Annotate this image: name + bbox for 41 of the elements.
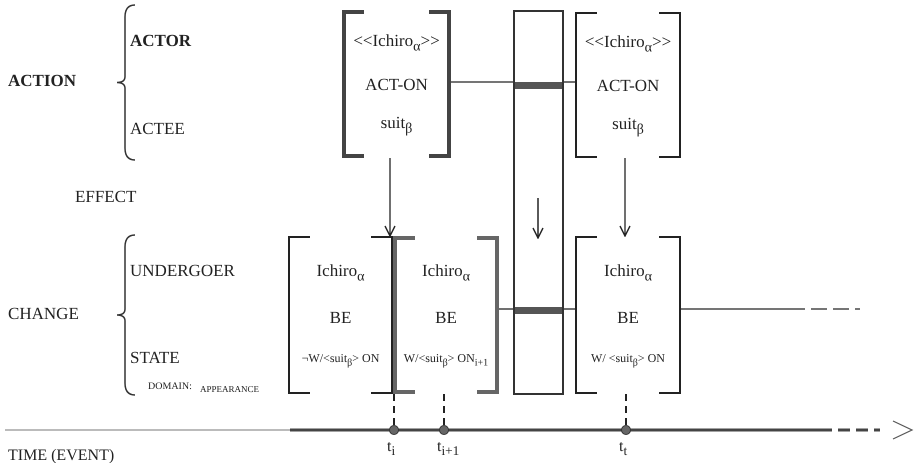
role-label: STATE [130, 349, 180, 366]
connector-line [625, 394, 627, 425]
arrow [619, 158, 631, 237]
feature-value: W/<suit$_{β}$> ON$_{i+1}$ [404, 352, 488, 368]
time-point-label: t$_{i}$ [387, 439, 396, 458]
connector-line [393, 394, 395, 425]
feature-value: W/ <suit$_{β}$> ON [591, 352, 665, 368]
feature-value: <<Ichiro$_{α}$>> [353, 32, 440, 54]
arrow [384, 158, 396, 237]
time-point-label: t$_{t}$ [619, 439, 628, 458]
feature-value: <<Ichiro$_{α}$>> [584, 33, 672, 56]
role-label: ACTEE [130, 120, 185, 137]
role-label: ACTION [8, 72, 76, 89]
feature-value: ¬W/<suit$_{β}$> ON [302, 352, 380, 368]
feature-value: BE [435, 309, 457, 326]
role-label: DOMAIN: [148, 382, 192, 392]
feature-value: Ichiro$_{α}$ [316, 262, 364, 284]
feature-value: BE [617, 309, 639, 326]
time-point-label: t$_{i+1}$ [437, 439, 460, 458]
role-label: UNDERGOER [130, 262, 235, 279]
connector-line [443, 394, 445, 425]
feature-value: suit$_{β}$ [612, 114, 644, 137]
role-label: ACTOR [130, 32, 192, 49]
feature-value: Ichiro$_{α}$ [422, 262, 470, 284]
feature-value: ACT-ON [596, 76, 660, 94]
time-point-dot [439, 425, 449, 435]
feature-value: BE [330, 309, 352, 326]
column-box [513, 10, 564, 395]
connector-line [681, 308, 860, 310]
connector-line [564, 308, 575, 310]
feature-value: ACT-ON [365, 76, 428, 92]
role-label: CHANGE [8, 305, 79, 322]
feature-value: Ichiro$_{α}$ [604, 262, 652, 284]
connector-line [564, 81, 575, 83]
feature-value: suit$_{β}$ [380, 114, 412, 136]
role-label: APPEARANCE [200, 385, 260, 394]
time-point-dot [389, 425, 399, 435]
role-label: EFFECT [75, 188, 136, 205]
connector-line [499, 308, 513, 310]
connector-line [451, 81, 513, 83]
time-point-dot [621, 425, 631, 435]
